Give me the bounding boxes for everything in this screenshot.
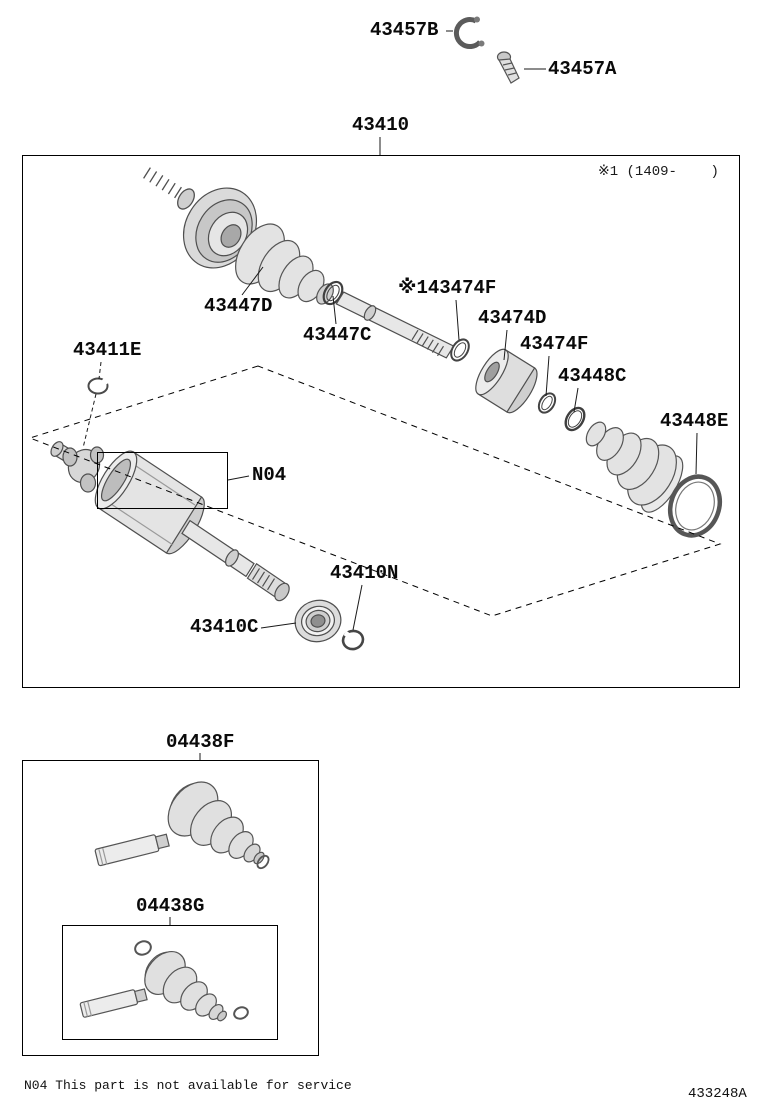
callout-43410[interactable]: 43410 (352, 114, 410, 136)
bearing-snap-ring-drawing (341, 629, 365, 651)
inner-boot-clamp-drawing (564, 406, 586, 432)
callout-43447D[interactable]: 43447D (204, 295, 273, 317)
callout-43448E[interactable]: 43448E (660, 410, 729, 432)
outer-boot-drawing (235, 223, 334, 305)
callout-43457A[interactable]: 43457A (548, 58, 617, 80)
outer-kit-drawing (94, 781, 270, 870)
n04-bracket-box (97, 452, 228, 509)
inner-boot-drawing (585, 421, 684, 513)
callout-43474F-front[interactable]: ※143474F (398, 277, 497, 299)
drawing-code: 433248A (688, 1086, 747, 1102)
inner-housing-drawing (94, 450, 205, 555)
callout-43411E[interactable]: 43411E (73, 339, 142, 361)
inner-kit-box (62, 925, 278, 1040)
callout-N04[interactable]: N04 (252, 464, 287, 486)
service-note: N04 This part is not available for servi… (24, 1078, 352, 1093)
grease-tube-small-drawing (79, 988, 148, 1018)
callout-43474F-rear[interactable]: 43474F (520, 333, 589, 355)
clip-drawing (453, 16, 485, 50)
kit-boot-small-drawing (144, 951, 228, 1022)
variant-note: ※1 (1409- ) (598, 164, 719, 180)
stub-thread-drawing (143, 167, 195, 210)
callout-43457B[interactable]: 43457B (370, 19, 439, 41)
screw-drawing (496, 51, 520, 84)
callout-43447C[interactable]: 43447C (303, 324, 372, 346)
inner-shaft-drawing (181, 519, 290, 602)
outboard-joint-drawing (182, 187, 258, 269)
callout-04438F[interactable]: 04438F (166, 731, 235, 753)
grease-tube-drawing (94, 833, 170, 867)
leader-lines (82, 30, 698, 925)
bearing-drawing (294, 599, 342, 643)
callout-43410C[interactable]: 43410C (190, 616, 259, 638)
snap-ring-43411E-drawing (87, 377, 110, 395)
callout-43474D[interactable]: 43474D (478, 307, 547, 329)
kit-boot-drawing (167, 781, 270, 870)
callout-43448C[interactable]: 43448C (558, 365, 627, 387)
damper-drawing (475, 348, 538, 414)
inner-kit-drawing (79, 940, 249, 1022)
main-diagram-box (22, 155, 740, 688)
assembly-dashed-outline (28, 365, 722, 617)
callout-43410N[interactable]: 43410N (330, 562, 399, 584)
damper-clamp-rear-drawing (537, 392, 557, 414)
callout-04438G[interactable]: 04438G (136, 895, 205, 917)
inner-boot-ring-drawing (667, 474, 723, 538)
shaft-drawing (335, 291, 455, 359)
drive-shaft-assembly-drawing (50, 167, 723, 651)
outer-kit-box (22, 760, 319, 1056)
damper-clamp-front-drawing (450, 338, 470, 362)
boxes (22, 155, 740, 1056)
